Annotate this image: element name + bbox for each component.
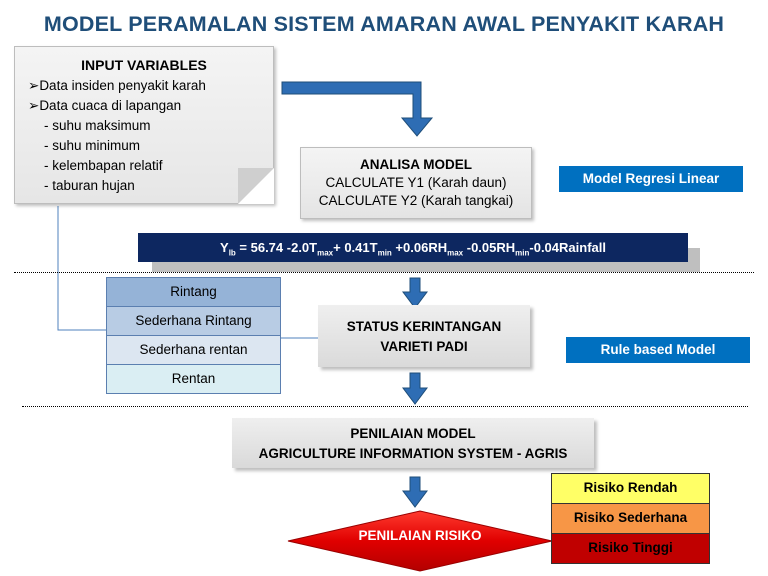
- status-line-2: VARIETI PADI: [380, 339, 468, 354]
- input-heading: INPUT VARIABLES: [81, 57, 207, 73]
- input-to-analisa-arrow: [281, 81, 434, 137]
- eq-sub-1: max: [317, 248, 334, 258]
- rule-based-badge: Rule based Model: [566, 337, 750, 363]
- variety-rentan: Rentan: [106, 364, 281, 394]
- eq-part-1: = 56.74 -2.0T: [235, 240, 318, 255]
- analisa-model-box: ANALISA MODEL CALCULATE Y1 (Karah daun) …: [300, 147, 532, 219]
- status-line-1: STATUS KERINTANGAN: [346, 319, 502, 334]
- status-kerintangan-box: STATUS KERINTANGAN VARIETI PADI: [318, 305, 530, 367]
- analisa-line-2: CALCULATE Y2 (Karah tangkai): [318, 193, 514, 208]
- input-bullet-1: ➢Data insiden penyakit karah: [28, 78, 206, 93]
- eq-part-3: +0.06RH: [391, 240, 448, 255]
- penilaian-model-box: PENILAIAN MODEL AGRICULTURE INFORMATION …: [232, 418, 594, 468]
- input-variables-box: [14, 46, 274, 204]
- regression-equation: Ylb = 56.74 -2.0Tmax+ 0.41Tmin +0.06RHma…: [138, 233, 688, 262]
- eq-sub-2: min: [377, 248, 392, 258]
- risk-sederhana: Risiko Sederhana: [551, 503, 710, 534]
- penilaian-line-1: PENILAIAN MODEL: [350, 426, 476, 441]
- eq-part-2: + 0.41T: [333, 240, 378, 255]
- risk-rendah: Risiko Rendah: [551, 473, 710, 504]
- penilaian-line-2: AGRICULTURE INFORMATION SYSTEM - AGRIS: [258, 446, 568, 461]
- analisa-line-1: CALCULATE Y1 (Karah daun): [325, 175, 507, 190]
- input-bullet-2: ➢Data cuaca di lapangan: [28, 98, 182, 113]
- input-subitem-3: - kelembapan relatif: [44, 158, 163, 173]
- separator-2: [22, 406, 748, 407]
- arrow-down-3: [402, 476, 428, 508]
- variety-sederhana-rintang: Sederhana Rintang: [106, 306, 281, 336]
- input-subitem-2: - suhu minimum: [44, 138, 141, 153]
- eq-part-4: -0.05RH: [463, 240, 516, 255]
- input-bullet-2-text: Data cuaca di lapangan: [39, 98, 182, 113]
- model-regresi-badge: Model Regresi Linear: [559, 166, 743, 192]
- arrow-down-1: [402, 277, 428, 309]
- risk-tinggi: Risiko Tinggi: [551, 533, 710, 564]
- eq-y-sub: lb: [228, 248, 236, 258]
- separator-1: [14, 272, 754, 273]
- eq-part-5: -0.04Rainfall: [529, 240, 606, 255]
- input-subitem-4: - taburan hujan: [44, 178, 135, 193]
- eq-sub-3: max: [447, 248, 464, 258]
- variety-rintang: Rintang: [106, 277, 281, 307]
- risk-stack: Risiko Rendah Risiko Sederhana Risiko Ti…: [551, 473, 710, 564]
- input-subitem-1: - suhu maksimum: [44, 118, 151, 133]
- risk-assessment-label: PENILAIAN RISIKO: [358, 528, 482, 543]
- input-to-variety-line: [57, 206, 106, 331]
- arrow-down-2: [402, 372, 428, 405]
- page-title: MODEL PERAMALAN SISTEM AMARAN AWAL PENYA…: [43, 12, 725, 36]
- variety-stack: Rintang Sederhana Rintang Sederhana rent…: [106, 277, 281, 394]
- input-bullet-1-text: Data insiden penyakit karah: [39, 78, 206, 93]
- eq-y: Y: [220, 240, 229, 255]
- analisa-heading: ANALISA MODEL: [360, 157, 472, 172]
- variety-sederhana-rentan: Sederhana rentan: [106, 335, 281, 365]
- eq-sub-4: min: [515, 248, 530, 258]
